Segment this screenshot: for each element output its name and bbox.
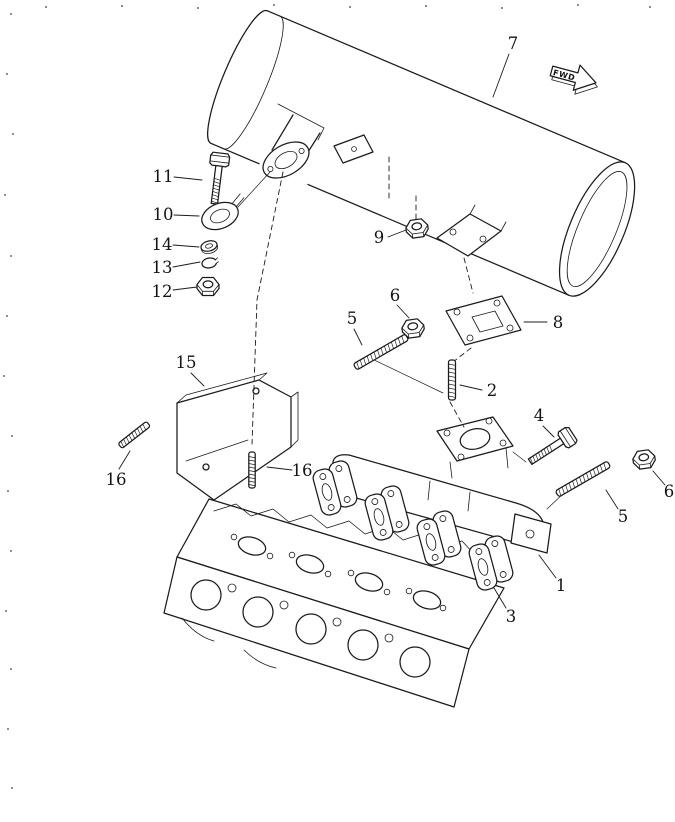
callout-5-left: 5: [347, 309, 358, 328]
callout-5-right: 5: [618, 507, 629, 526]
exhaust-manifold-part-1: [328, 416, 552, 583]
callout-leader-lines: [118, 53, 666, 609]
bolt-part-4: [524, 425, 579, 471]
gasket-part-8: [445, 295, 522, 346]
bolt-part-11: [204, 151, 231, 206]
stud-part-5-right: [554, 460, 612, 498]
callout-11: 11: [153, 167, 174, 186]
manifold-gaskets-part-3: [312, 468, 498, 591]
callout-10: 10: [153, 205, 174, 224]
muffler-inlet-flange: [258, 103, 325, 192]
stud-part-5-left: [352, 333, 410, 371]
callout-13: 13: [152, 258, 173, 277]
stud-part-16-left: [117, 420, 151, 450]
connector-part-10: [201, 193, 245, 231]
callout-3: 3: [506, 607, 517, 626]
callout-1: 1: [556, 576, 567, 595]
diagram-artwork: FWD 7 11 10 14 13 12 9 6 5 8 2 15 4 16 1…: [3, 4, 674, 789]
nut-part-12: [196, 276, 220, 297]
callout-12: 12: [152, 282, 173, 301]
callout-8: 8: [553, 313, 564, 332]
assembly-centerlines: [237, 156, 567, 510]
stud-part-16-right: [248, 451, 256, 489]
muffler-inlet-tab: [333, 134, 374, 164]
callout-2: 2: [487, 381, 498, 400]
callout-15: 15: [176, 353, 197, 372]
nut-part-9: [404, 217, 430, 240]
callout-6-right: 6: [664, 482, 675, 501]
callout-16-right: 16: [292, 461, 313, 480]
stud-part-2: [447, 359, 457, 401]
callout-7: 7: [508, 34, 519, 53]
callout-6-left: 6: [390, 286, 401, 305]
callout-4: 4: [534, 406, 545, 425]
muffler-part-7: [207, 9, 636, 297]
cylinder-head-block: [163, 498, 505, 708]
callouts: 7 11 10 14 13 12 9 6 5 8 2 15 4 16 16 6 …: [106, 34, 675, 626]
callout-16-left: 16: [106, 470, 127, 489]
lock-washer-part-13: [200, 255, 220, 270]
mounting-bracket-part-15: [176, 372, 299, 501]
callout-9: 9: [374, 228, 385, 247]
fwd-arrow-badge: FWD: [549, 64, 598, 95]
muffler-mount-pad: [436, 204, 507, 257]
washer-part-14: [199, 238, 220, 256]
nut-part-6-right: [631, 448, 657, 471]
callout-14: 14: [152, 235, 173, 254]
manifold-top-flange: [436, 416, 514, 462]
margin-speck-marks: [3, 4, 651, 789]
